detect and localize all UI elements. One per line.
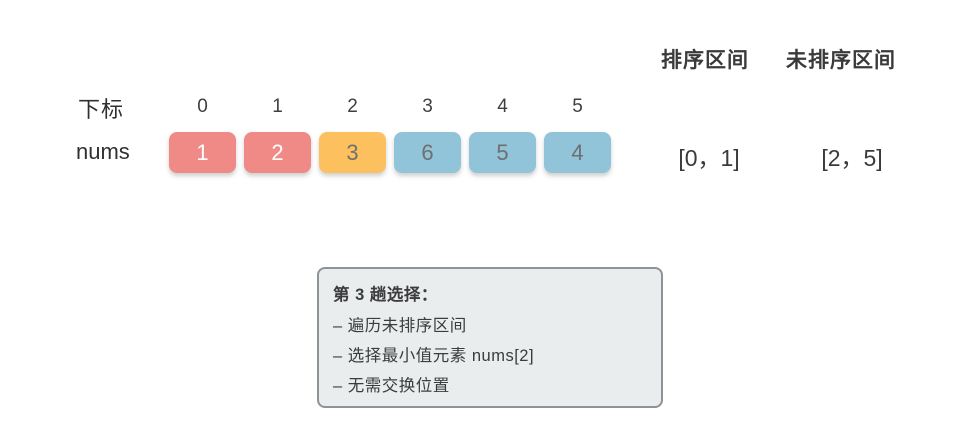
array-cell-unsorted: 5 xyxy=(469,132,536,173)
index-row-label: 下标 xyxy=(78,97,125,122)
nums-row-label: nums xyxy=(76,139,130,164)
array-cell-sorted: 2 xyxy=(244,132,311,173)
step-note-item: – 无需交换位置 xyxy=(333,377,450,395)
index-value: 1 xyxy=(272,96,283,117)
index-value: 4 xyxy=(497,96,508,117)
step-note-item: – 选择最小值元素 nums[2] xyxy=(333,347,535,365)
step-note-box: 第 3 趟选择： – 遍历未排序区间 – 选择最小值元素 nums[2] – 无需交… xyxy=(317,267,663,408)
index-value: 0 xyxy=(197,96,208,117)
step-note-items: – 遍历未排序区间 – 选择最小值元素 nums[2] – 无需交换位置 xyxy=(333,311,651,401)
sorted-interval-header: 排序区间 xyxy=(661,49,749,72)
index-value: 2 xyxy=(347,96,358,117)
step-note-item: – 遍历未排序区间 xyxy=(333,317,467,335)
unsorted-interval-value: [2，5] xyxy=(821,145,883,171)
index-row-values: 0 1 2 3 4 5 xyxy=(169,96,611,118)
array-cell-unsorted: 6 xyxy=(394,132,461,173)
index-value: 3 xyxy=(422,96,433,117)
index-value: 5 xyxy=(572,96,583,117)
array-cell-selected: 3 xyxy=(319,132,386,173)
unsorted-interval-header: 未排序区间 xyxy=(786,49,896,72)
array-cell-sorted: 1 xyxy=(169,132,236,173)
array-cell-unsorted: 4 xyxy=(544,132,611,173)
sorted-interval-value: [0，1] xyxy=(678,145,740,171)
step-note-title: 第 3 趟选择： xyxy=(333,286,438,304)
